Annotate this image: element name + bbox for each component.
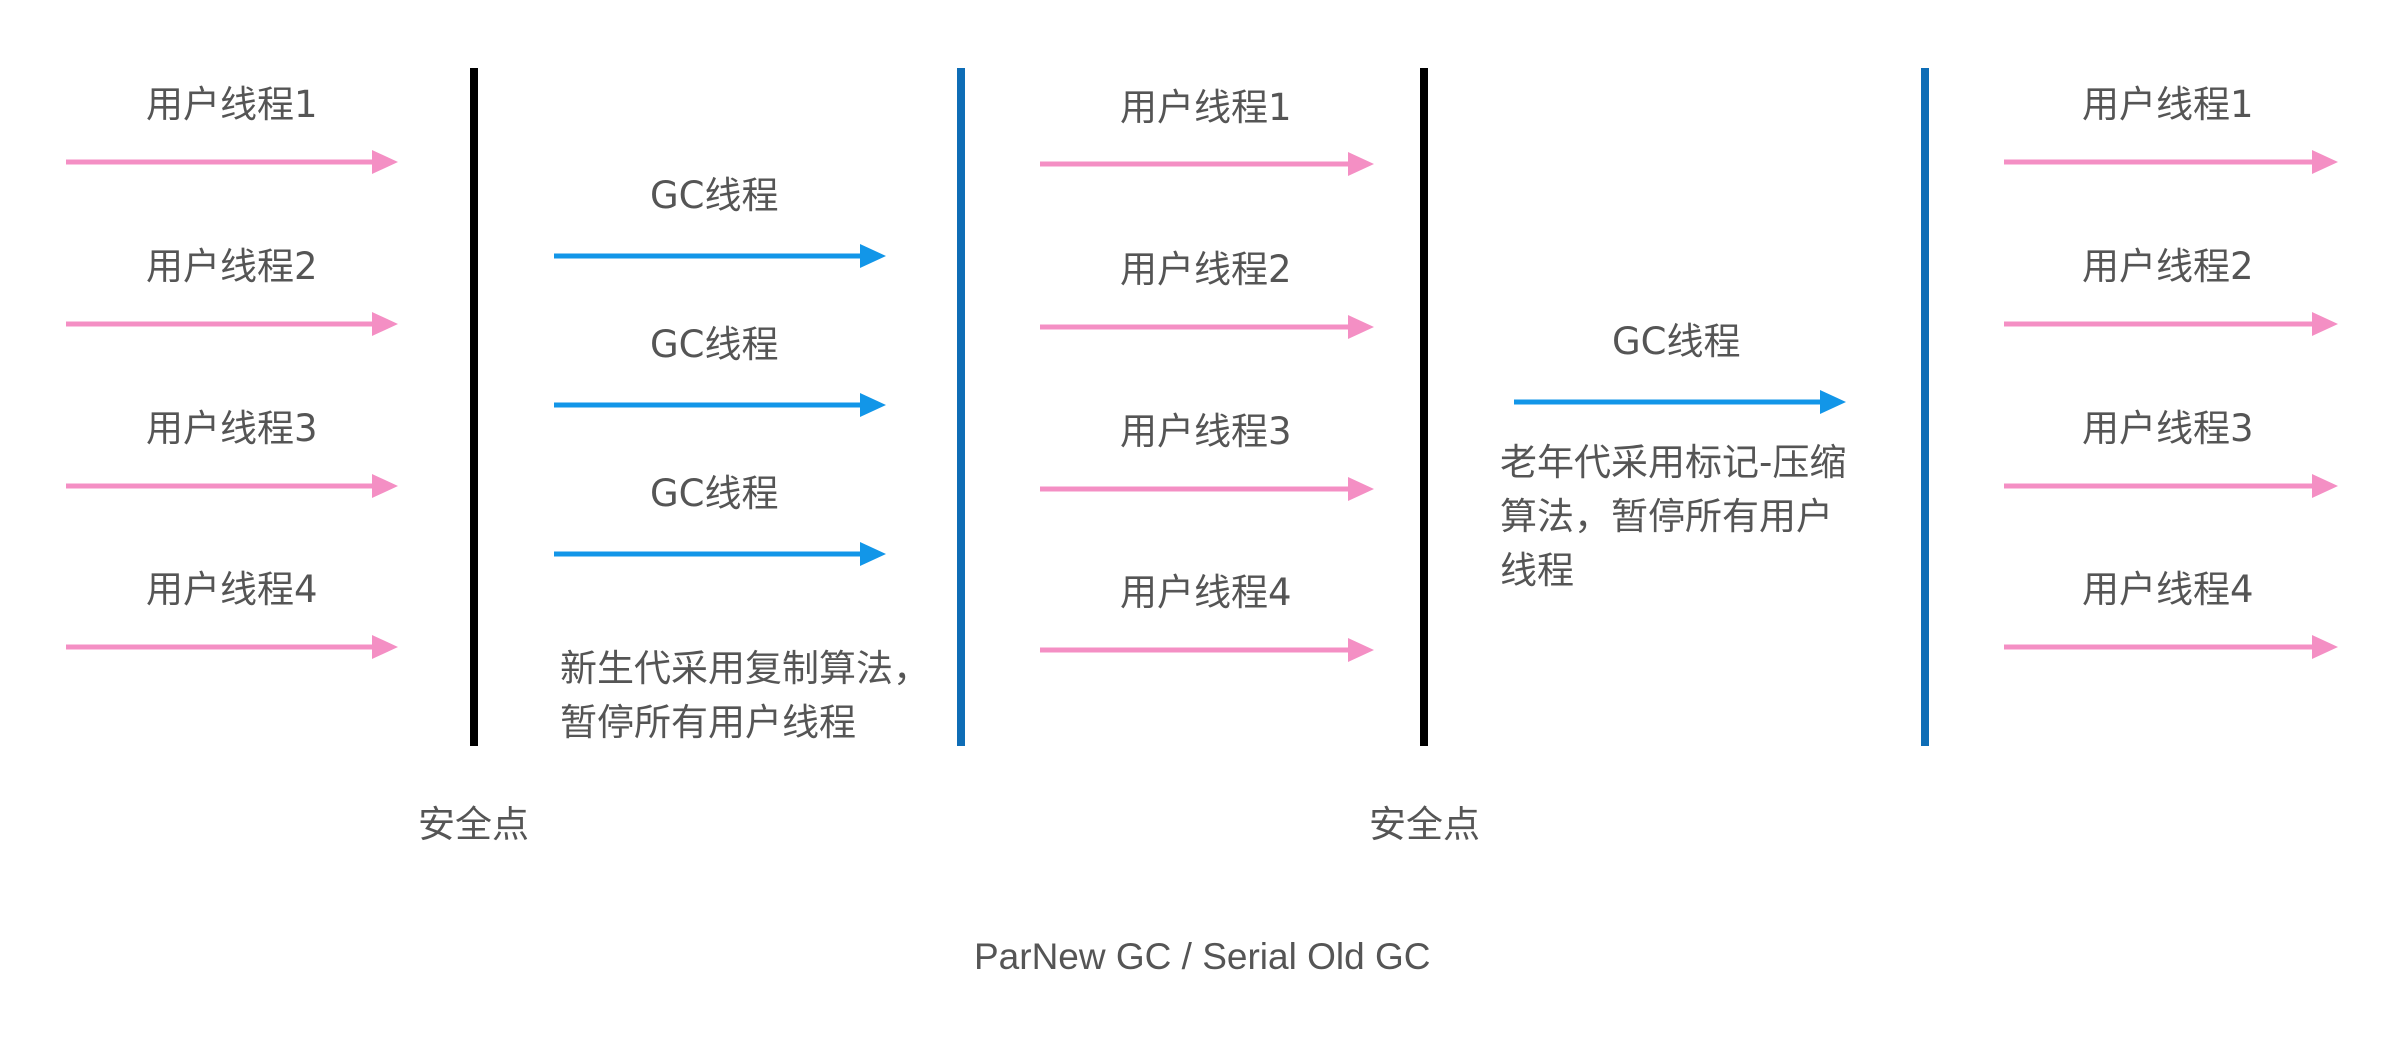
- user-thread-arrow: [1040, 315, 1374, 339]
- user-thread-arrow: [1040, 477, 1374, 501]
- user-thread-arrow: [2004, 312, 2338, 336]
- user-thread-label: 用户线程1: [2082, 83, 2254, 126]
- user-thread-arrow: [2004, 474, 2338, 498]
- user-thread-label: 用户线程1: [146, 83, 318, 126]
- user-thread-label: 用户线程1: [1120, 86, 1292, 129]
- user-thread-label: 用户线程4: [146, 568, 318, 611]
- safepoint-label: 安全点: [1369, 803, 1480, 846]
- gc-thread-arrow: [554, 244, 886, 268]
- old-gen-note: 老年代采用标记-压缩 算法，暂停所有用户 线程: [1500, 441, 1847, 592]
- user-thread-label: 用户线程2: [1120, 248, 1292, 291]
- user-thread-arrow: [66, 312, 398, 336]
- user-thread-label: 用户线程2: [2082, 245, 2254, 288]
- gc-thread-arrow: [554, 542, 886, 566]
- gc-thread-label: GC线程: [650, 472, 779, 515]
- user-thread-arrow: [2004, 150, 2338, 174]
- user-thread-label: 用户线程2: [146, 245, 318, 288]
- user-thread-arrow: [2004, 635, 2338, 659]
- user-thread-label: 用户线程3: [2082, 407, 2254, 450]
- gc-thread-label: GC线程: [650, 174, 779, 217]
- gc-thread-label: GC线程: [650, 323, 779, 366]
- user-thread-label: 用户线程3: [1120, 410, 1292, 453]
- gc-thread-label: GC线程: [1612, 320, 1741, 363]
- gc-thread-arrow: [1514, 390, 1846, 414]
- user-thread-arrow: [66, 150, 398, 174]
- user-thread-arrow: [1040, 152, 1374, 176]
- young-gen-note: 新生代采用复制算法， 暂停所有用户线程: [560, 647, 930, 744]
- user-thread-arrow: [66, 635, 398, 659]
- user-thread-arrow: [66, 474, 398, 498]
- diagram-caption: ParNew GC / Serial Old GC: [974, 936, 1431, 977]
- user-thread-arrow: [1040, 638, 1374, 662]
- user-thread-label: 用户线程4: [1120, 571, 1292, 614]
- user-thread-label: 用户线程4: [2082, 568, 2254, 611]
- gc-thread-arrow: [554, 393, 886, 417]
- user-thread-label: 用户线程3: [146, 407, 318, 450]
- safepoint-label: 安全点: [418, 803, 529, 846]
